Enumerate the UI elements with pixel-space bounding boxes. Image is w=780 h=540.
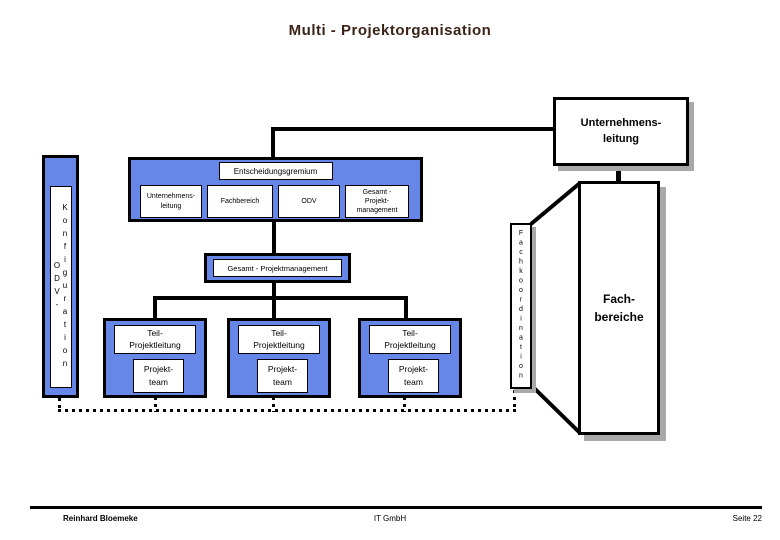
box-entscheidungsgremium[interactable]: Entscheidungsgremium Unternehmens- leitu… — [128, 157, 423, 222]
entscheidungsgremium-label: Entscheidungsgremium — [218, 162, 333, 180]
gesamt-projektmanagement-label: Gesamt - Projektmanagement — [213, 259, 342, 277]
box-teilprojekt-3[interactable]: Teil- Projektleitung Projekt- team — [358, 318, 462, 398]
connector-unternehmensleitung-fachbereiche — [616, 164, 621, 182]
member-unternehmensleitung[interactable]: Unternehmens- leitung — [140, 185, 202, 218]
odv-konfiguration-label: ODV-Konfiguration — [52, 202, 70, 372]
dotted-stub-odv — [58, 398, 61, 412]
member-gesamt-projektmanagement[interactable]: Gesamt - Projekt- management — [345, 185, 409, 218]
dotted-stub-col1 — [154, 397, 157, 412]
connector-top-horizontal — [271, 127, 555, 131]
box-odv-konfiguration[interactable]: ODV-Konfiguration — [42, 155, 79, 398]
projektteam-2: Projekt- team — [257, 359, 308, 393]
projektteam-3: Projekt- team — [388, 359, 439, 393]
dotted-stub-col2 — [272, 397, 275, 412]
entscheidungsgremium-members: Unternehmens- leitung Fachbereich ODV Ge… — [140, 185, 409, 218]
footer-divider — [30, 506, 762, 509]
member-fachbereich[interactable]: Fachbereich — [207, 185, 273, 218]
projektteam-1: Projekt- team — [133, 359, 184, 393]
box-gesamt-projektmanagement[interactable]: Gesamt - Projektmanagement — [204, 253, 351, 283]
box-teilprojekt-1[interactable]: Teil- Projektleitung Projekt- team — [103, 318, 207, 398]
footer-company: IT GmbH — [373, 514, 407, 523]
footer-page-number: Seite 22 — [732, 514, 762, 523]
connector-gremium-up — [271, 127, 275, 158]
dotted-stub-fachkoordination — [513, 390, 516, 412]
connector-col2-drop — [272, 296, 276, 319]
box-teilprojekt-2[interactable]: Teil- Projektleitung Projekt- team — [227, 318, 331, 398]
footer-author: Reinhard Bloemeke — [63, 514, 138, 523]
teilprojektleitung-2: Teil- Projektleitung — [238, 325, 320, 354]
connector-col3-drop — [404, 296, 408, 319]
teilprojektleitung-1: Teil- Projektleitung — [114, 325, 196, 354]
slide-title: Multi - Projektorganisation — [288, 22, 492, 39]
dotted-baseline — [58, 409, 516, 412]
connector-gpm-down — [272, 282, 276, 299]
box-unternehmensleitung-top[interactable]: Unternehmens- leitung — [553, 97, 689, 166]
connector-col1-drop — [153, 296, 157, 319]
member-odv[interactable]: ODV — [278, 185, 340, 218]
dotted-stub-col3 — [403, 397, 406, 412]
box-fachbereiche[interactable]: Fach- bereiche — [578, 181, 660, 435]
teilprojektleitung-3: Teil- Projektleitung — [369, 325, 451, 354]
connector-mid-horizontal — [153, 296, 408, 300]
fachkoordination-label: Fachkoordination — [517, 230, 525, 382]
connector-gremium-gpm — [272, 221, 276, 254]
box-fachkoordination[interactable]: Fachkoordination — [510, 223, 532, 389]
odv-konfiguration-strip: ODV-Konfiguration — [49, 186, 72, 388]
